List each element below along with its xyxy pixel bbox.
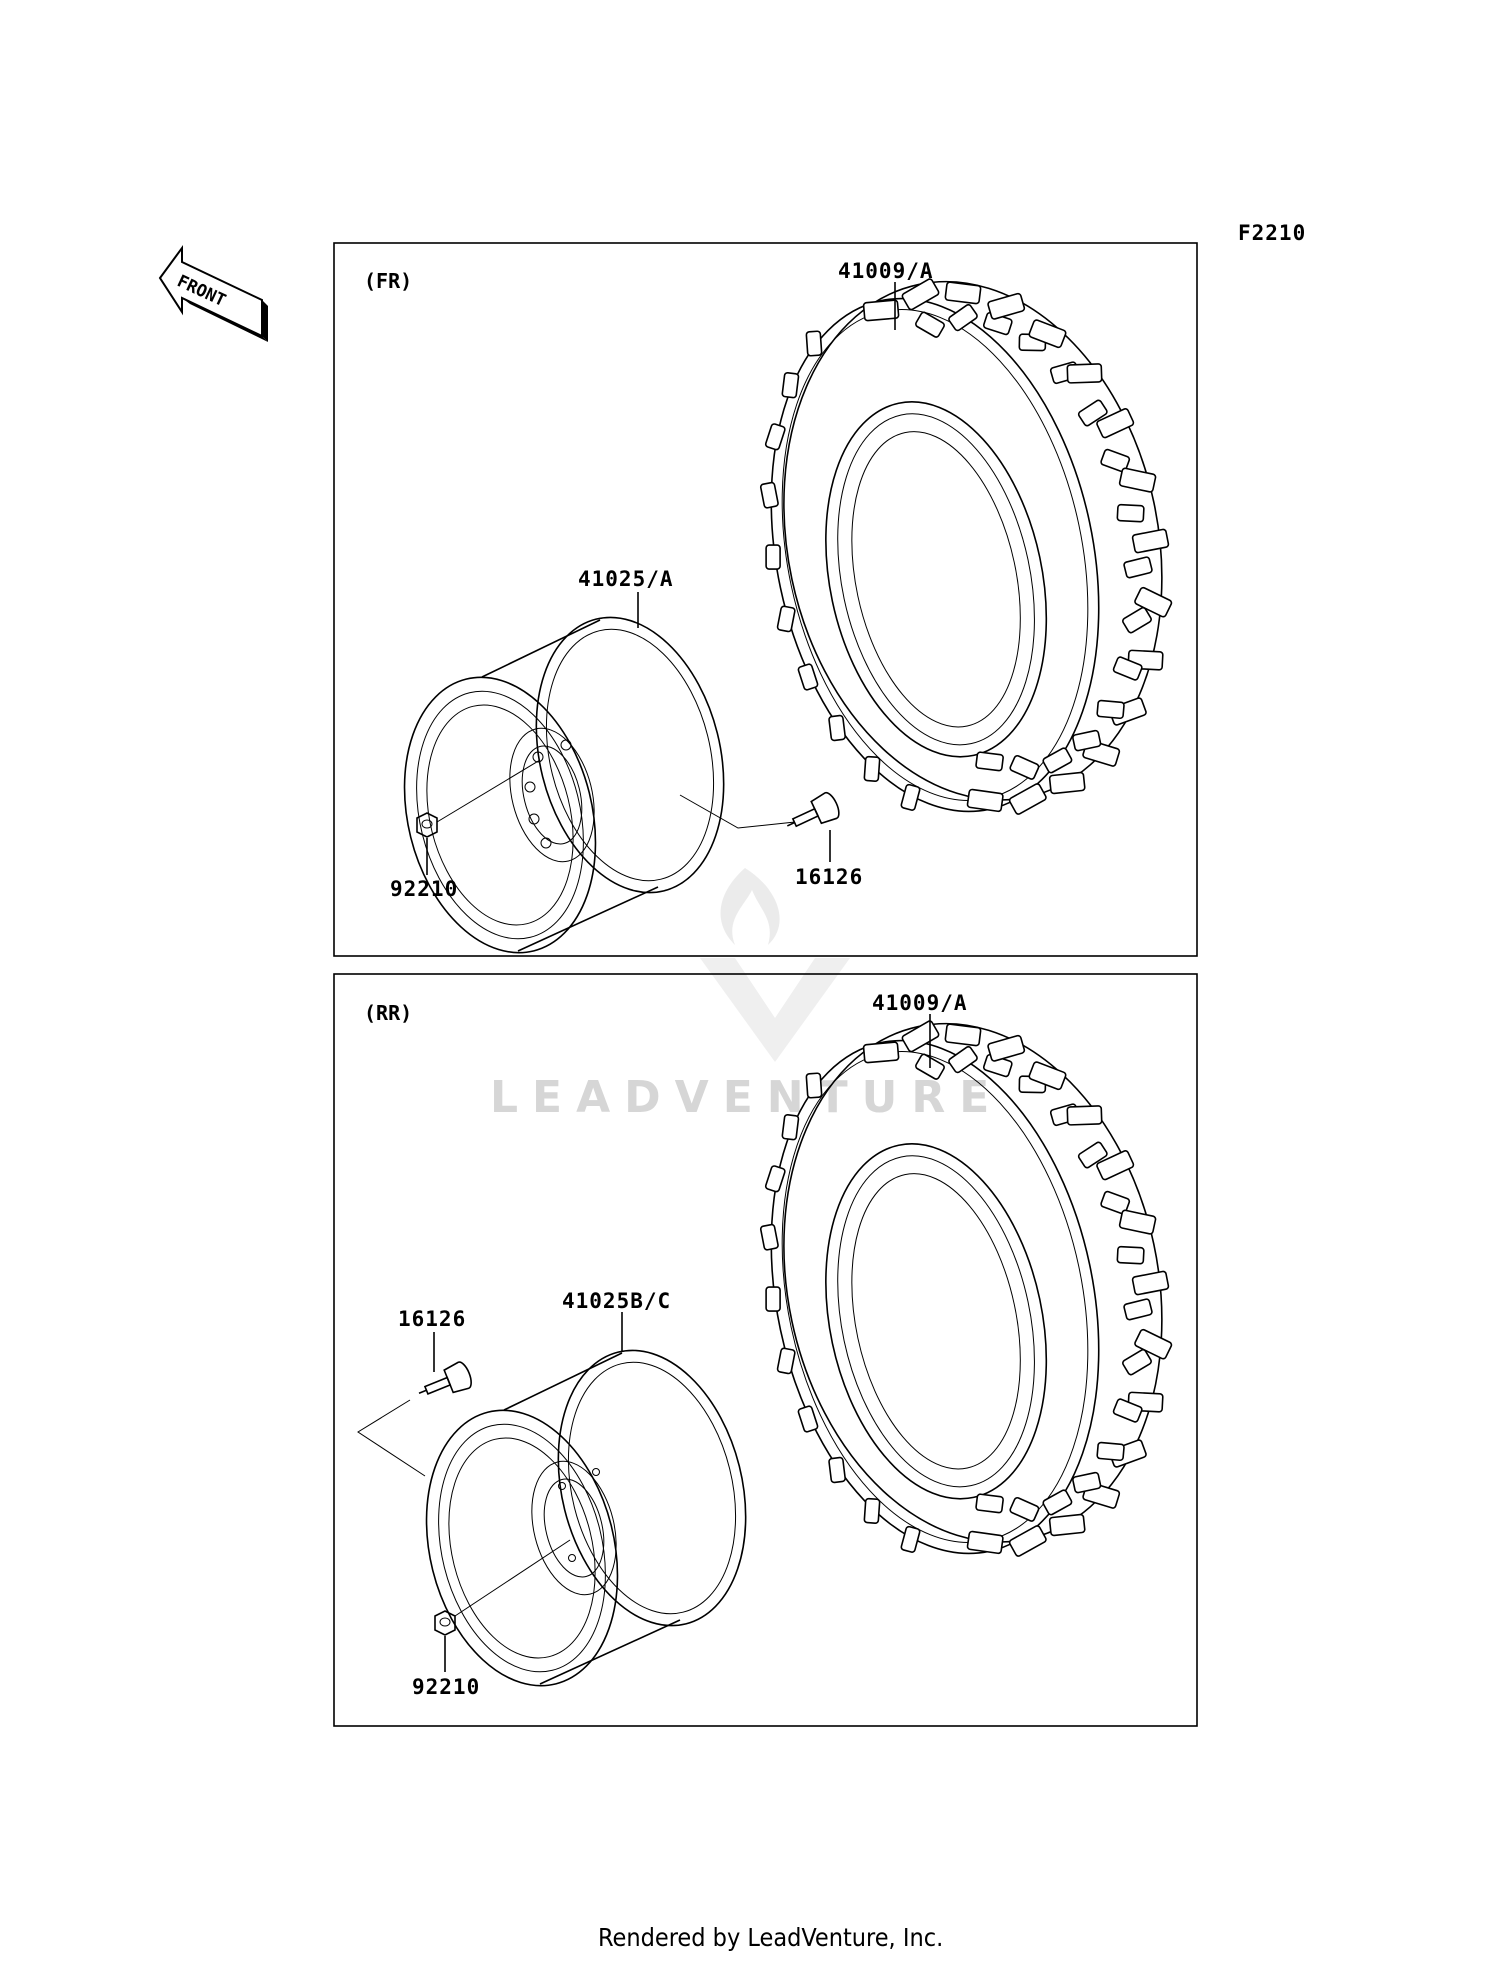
callout-nut: 92210 — [412, 1675, 480, 1699]
tread-knob — [759, 1223, 779, 1251]
tread-knob — [828, 714, 846, 742]
tread-knob — [915, 311, 945, 338]
tread-knob — [1134, 1328, 1173, 1360]
section-front: (FR) 41009/A 41025/A 92210 16126 — [333, 242, 1210, 974]
tread-knob — [1077, 399, 1108, 427]
tread-knob — [944, 281, 982, 305]
valve-stem — [412, 1359, 476, 1408]
section-heading: (FR) — [364, 269, 412, 293]
tread-knob — [828, 1456, 846, 1484]
watermark-text: LEADVENTURE — [490, 1072, 1003, 1123]
callout-valve: 16126 — [398, 1307, 466, 1331]
tread-knob — [863, 1497, 881, 1524]
tread-knob — [797, 1405, 819, 1433]
footer-credit: Rendered by LeadVenture, Inc. — [598, 1923, 943, 1952]
tread-knob — [1116, 1245, 1145, 1265]
tread-knob — [1008, 783, 1047, 815]
tread-knob — [805, 1072, 823, 1099]
tread-knob — [948, 1045, 978, 1074]
tread-knob — [797, 663, 819, 691]
tread-knob — [862, 1041, 900, 1064]
section-frame — [333, 242, 1198, 957]
tread-knob — [1072, 1471, 1102, 1494]
tread-knob — [862, 299, 900, 322]
tread-knob — [765, 544, 781, 570]
tread-knob — [987, 292, 1026, 320]
tread-knob — [1096, 1441, 1125, 1462]
valve-stem — [780, 789, 843, 840]
tread-knob — [1072, 729, 1102, 752]
tread-knob — [759, 481, 779, 509]
tread-knob — [975, 1493, 1004, 1514]
tread-knob — [1028, 1061, 1067, 1091]
tread-knob — [900, 1525, 921, 1553]
tread-knob — [1077, 1141, 1108, 1169]
tread-knob — [901, 278, 940, 311]
tread-knob — [1118, 1209, 1157, 1235]
tread-knob — [1122, 1348, 1152, 1376]
tread-knob — [765, 1286, 781, 1312]
tire — [725, 987, 1210, 1585]
tread-knob — [1048, 1513, 1086, 1537]
tread-knob — [1048, 771, 1086, 795]
tread-knob — [776, 1347, 796, 1375]
tread-knob — [1131, 1270, 1170, 1296]
tread-knob — [987, 1034, 1026, 1062]
tread-knob — [1123, 556, 1153, 579]
tread-knob — [1123, 1298, 1153, 1321]
tread-knob — [1009, 1496, 1040, 1522]
tread-knob — [1112, 656, 1143, 681]
tread-knob — [1028, 319, 1067, 349]
callout-tire: 41009/A — [838, 259, 934, 283]
wheel — [398, 1329, 774, 1707]
section-frame — [333, 973, 1198, 1727]
tread-knob — [1134, 586, 1173, 618]
tread-knob — [764, 423, 786, 451]
tire — [725, 245, 1210, 843]
tread-knob — [1008, 1525, 1047, 1557]
tread-knob — [966, 788, 1004, 813]
tread-knob — [1066, 1105, 1103, 1126]
tread-knob — [948, 303, 978, 332]
tread-knob — [805, 330, 823, 357]
tread-knob — [966, 1530, 1004, 1555]
tread-knob — [1131, 528, 1170, 554]
section-rear: (RR) 41009/A 41025B/C 16126 92210 — [333, 973, 1210, 1727]
callout-wheel: 41025/A — [578, 567, 674, 591]
tread-knob — [1118, 467, 1157, 493]
tread-knob — [1042, 747, 1073, 774]
tread-knob — [863, 755, 881, 782]
tread-knob — [1096, 1150, 1135, 1181]
front-arrow-icon: FRONT — [158, 244, 268, 342]
lug-nut — [434, 1610, 456, 1636]
tread-knob — [1042, 1489, 1073, 1516]
tread-knob — [1009, 754, 1040, 780]
tread-knob — [1116, 503, 1145, 523]
section-heading: (RR) — [364, 1001, 412, 1025]
tread-knob — [944, 1023, 982, 1047]
callout-wheel: 41025B/C — [562, 1289, 671, 1313]
tread-knob — [1112, 1398, 1143, 1423]
wheel — [376, 596, 752, 974]
callout-valve: 16126 — [795, 865, 863, 889]
tread-knob — [781, 371, 800, 399]
tread-knob — [764, 1165, 786, 1193]
tread-knob — [1122, 606, 1152, 634]
tread-knob — [901, 1020, 940, 1053]
tread-knob — [781, 1113, 800, 1141]
tread-knob — [776, 605, 796, 633]
leadventure-logo-icon — [700, 868, 850, 1062]
callout-tire: 41009/A — [872, 991, 968, 1015]
tread-knob — [975, 751, 1004, 772]
tread-knob — [1100, 448, 1131, 473]
tread-knob — [1096, 408, 1135, 439]
tread-knob — [1100, 1190, 1131, 1215]
tread-knob — [1066, 363, 1103, 384]
callout-nut: 92210 — [390, 877, 458, 901]
tread-knob — [1096, 699, 1125, 720]
tread-knob — [900, 783, 921, 811]
page-code: F2210 — [1238, 221, 1306, 245]
